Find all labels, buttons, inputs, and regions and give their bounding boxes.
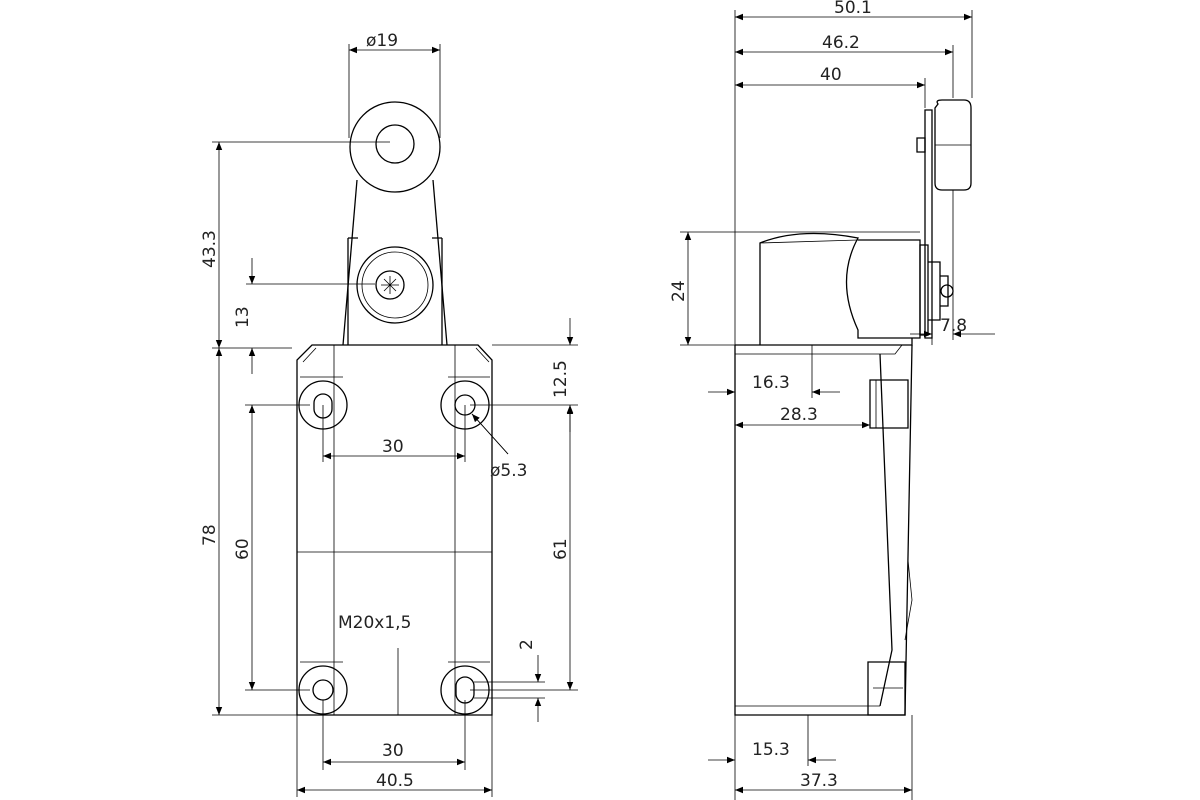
dim-hole-vertical-right: 61 xyxy=(470,404,578,691)
side-roller xyxy=(916,99,972,339)
dim-hole-vertical-left: 60 xyxy=(233,404,310,691)
dim-head-offset-label: 16.3 xyxy=(752,373,790,393)
dim-arm-offset-label: 40 xyxy=(820,65,842,85)
side-body xyxy=(734,338,913,716)
dim-head-height-label: 24 xyxy=(669,280,689,302)
dim-mount-offset-label: 28.3 xyxy=(780,405,818,425)
side-head xyxy=(759,232,954,345)
dim-roller-diameter-label: ø19 xyxy=(366,31,398,51)
dim-head-height: 24 xyxy=(669,231,920,346)
dim-conduit-offset: 15.3 xyxy=(708,715,836,800)
roller-lever xyxy=(342,101,448,346)
dim-arm-offset: 40 xyxy=(735,65,926,108)
dim-lever-height-label: 43.3 xyxy=(200,230,220,268)
dim-lever-width: 46.2 xyxy=(735,33,954,98)
dim-pivot-height: 13 xyxy=(233,258,375,374)
dim-top-offset-label: 12.5 xyxy=(551,360,571,398)
front-view: ø19 43.3 13 12.5 30 xyxy=(200,31,578,797)
dim-pivot-height-label: 13 xyxy=(233,306,253,328)
dim-body-width: 40.5 xyxy=(296,715,493,797)
dim-roller-offset-label: 7.8 xyxy=(940,316,967,336)
dim-top-offset: 12.5 xyxy=(492,318,578,432)
dim-body-depth: 37.3 xyxy=(735,715,913,800)
dim-overall-width: 50.1 xyxy=(734,0,973,345)
dim-body-width-label: 40.5 xyxy=(376,771,414,791)
dim-lever-height: 43.3 xyxy=(200,141,390,349)
dim-hole-diameter-label: ø5.3 xyxy=(490,461,527,481)
dim-hole-spacing-top: 30 xyxy=(322,405,466,462)
dim-mount-offset: 28.3 xyxy=(735,405,870,429)
dim-body-depth-label: 37.3 xyxy=(800,771,838,791)
side-view: 50.1 46.2 40 24 7.8 xyxy=(669,0,995,800)
dim-hole-spacing-bottom: 30 xyxy=(322,700,466,770)
dim-slot-offset-label: 2 xyxy=(517,639,537,650)
dim-hole-spacing-bottom-label: 30 xyxy=(382,741,404,761)
dim-roller-offset: 7.8 xyxy=(910,190,995,345)
switch-body xyxy=(296,344,493,716)
dim-lever-width-label: 46.2 xyxy=(822,33,860,53)
dim-overall-width-label: 50.1 xyxy=(834,0,872,18)
dim-hole-vertical-right-label: 61 xyxy=(551,538,571,560)
dim-hole-spacing-top-label: 30 xyxy=(382,437,404,457)
dim-head-offset: 16.3 xyxy=(708,345,840,398)
dim-roller-diameter: ø19 xyxy=(348,31,441,138)
dim-body-height-label: 78 xyxy=(200,524,220,546)
mounting-holes xyxy=(298,380,490,715)
dim-hole-vertical-left-label: 60 xyxy=(233,538,253,560)
dim-hole-diameter: ø5.3 xyxy=(471,413,527,481)
dim-slot-offset: 2 xyxy=(474,639,545,722)
dim-conduit-offset-label: 15.3 xyxy=(752,740,790,760)
thread-label: M20x1,5 xyxy=(338,613,411,633)
dim-body-height: 78 xyxy=(200,348,297,716)
